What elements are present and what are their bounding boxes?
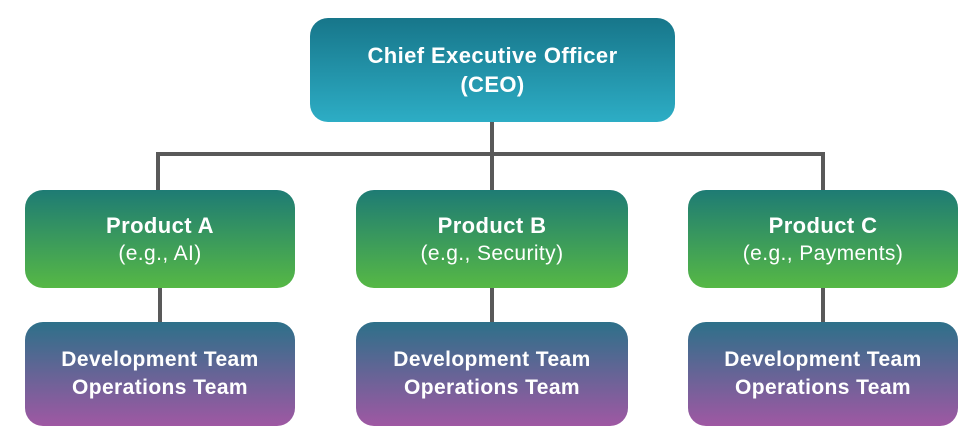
connector-stem-team-a — [158, 286, 162, 324]
product-b-title: Product B — [437, 212, 547, 238]
team-c-line1: Development Team — [724, 348, 922, 372]
team-a-line1: Development Team — [61, 348, 259, 372]
connector-drop-product-b — [490, 152, 494, 192]
team-c-box: Development Team Operations Team — [688, 322, 958, 426]
product-c-title: Product C — [768, 212, 878, 238]
ceo-title-line2: (CEO) — [460, 72, 525, 97]
product-c-subtitle: (e.g., Payments) — [742, 241, 904, 265]
product-b-box: Product B (e.g., Security) — [356, 190, 628, 288]
product-c-box: Product C (e.g., Payments) — [688, 190, 958, 288]
team-b-box: Development Team Operations Team — [356, 322, 628, 426]
team-a-box: Development Team Operations Team — [25, 322, 295, 426]
ceo-title-line1: Chief Executive Officer — [367, 42, 618, 68]
product-b-subtitle: (e.g., Security) — [420, 241, 564, 265]
team-c-line2: Operations Team — [735, 376, 911, 399]
product-a-title: Product A — [106, 212, 214, 238]
connector-stem-team-c — [821, 286, 825, 324]
team-b-line2: Operations Team — [404, 376, 580, 399]
connector-drop-product-a — [156, 152, 160, 192]
product-a-box: Product A (e.g., AI) — [25, 190, 295, 288]
connector-ceo-stem — [490, 122, 494, 156]
product-a-subtitle: (e.g., AI) — [118, 241, 202, 265]
connector-drop-product-c — [821, 152, 825, 192]
team-a-line2: Operations Team — [72, 376, 248, 399]
ceo-box: Chief Executive Officer (CEO) — [310, 18, 675, 122]
team-b-line1: Development Team — [393, 348, 591, 372]
connector-stem-team-b — [490, 286, 494, 324]
